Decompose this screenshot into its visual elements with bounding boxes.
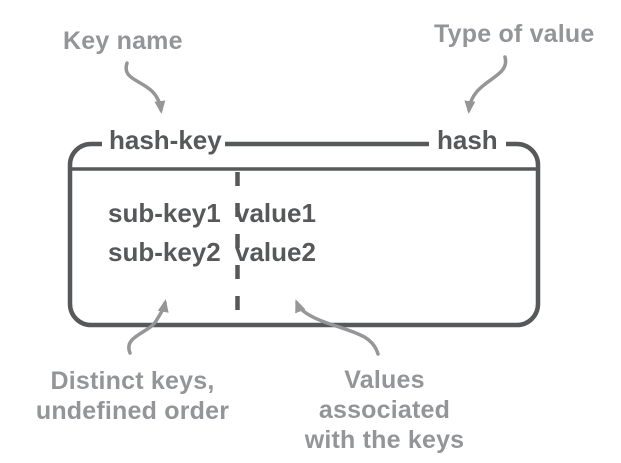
type-of-value-annotation: Type of value xyxy=(434,20,595,48)
values-arrow-icon xyxy=(295,299,380,356)
entry-value: value2 xyxy=(235,237,316,267)
distinct-keys-line2: undefined order xyxy=(35,397,230,425)
hash-key-name-label: hash-key xyxy=(102,127,225,154)
entry-key: sub-key1 xyxy=(108,198,221,228)
key-name-arrow-icon xyxy=(124,61,166,114)
key-name-annotation: Key name xyxy=(63,27,183,55)
distinct-keys-line1: Distinct keys, xyxy=(50,367,215,395)
hash-type-label: hash xyxy=(429,127,506,154)
type-of-value-arrow-icon xyxy=(464,55,508,114)
hash-box-outline xyxy=(67,141,541,328)
entry-value: value1 xyxy=(235,198,316,228)
values-assoc-line1: Values associated xyxy=(318,366,451,424)
entry-key: sub-key2 xyxy=(108,237,221,267)
values-assoc-annotation: Values associated with the keys xyxy=(282,365,487,455)
values-assoc-line2: with the keys xyxy=(304,426,465,454)
distinct-keys-arrow-icon xyxy=(127,299,169,355)
distinct-keys-annotation: Distinct keys, undefined order xyxy=(30,366,235,426)
